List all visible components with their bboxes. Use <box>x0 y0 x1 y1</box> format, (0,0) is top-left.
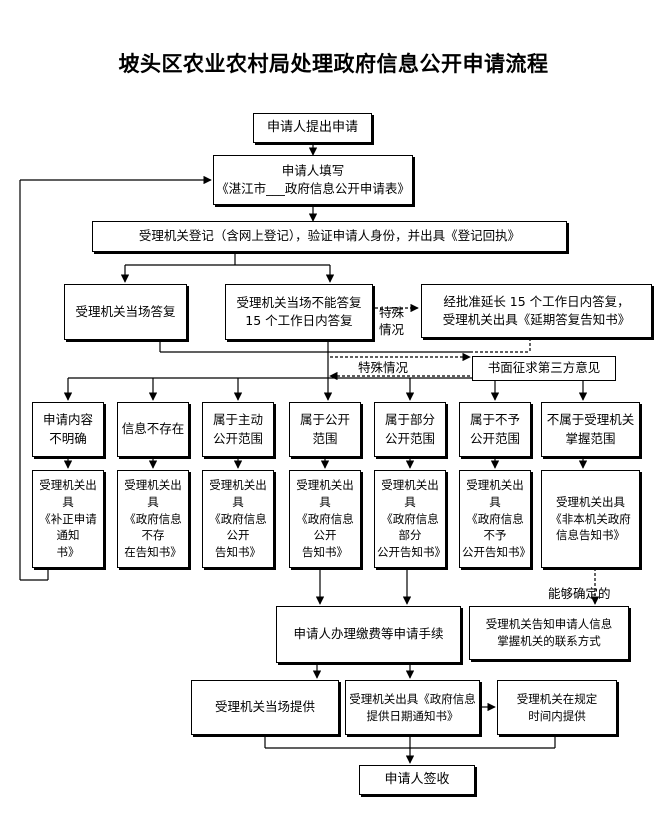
label-special1-text: 特殊 情况 <box>379 305 405 337</box>
label-special-situation-1: 特殊 情况 <box>379 289 404 338</box>
node-cat2-label: 信息不存在 <box>121 421 185 437</box>
node-provide-date-notice: 受理机关出具《政府信息 提供日期通知书》 <box>345 680 480 735</box>
node-cat6-label: 属于不予 公开范围 <box>469 412 520 446</box>
node-submit-label: 申请人提出申请 <box>266 119 358 135</box>
node-doc-not-exist-notice: 受理机关出具 《政府信息不存 在告知书》 <box>117 470 189 568</box>
node-doc-no-disclosure-notice: 受理机关出具 《政府信息不予 公开告知书》 <box>459 470 531 568</box>
node-inform-contact: 受理机关告知申请人信息 掌握机关的联系方式 <box>469 606 629 660</box>
node-inform-contact-label: 受理机关告知申请人信息 掌握机关的联系方式 <box>485 617 613 648</box>
node-sign-label: 申请人签收 <box>384 771 450 787</box>
node-doc1-label: 受理机关出具 《补正申请通知 书》 <box>39 478 97 559</box>
node-extend-line1: 经批准延长 15 个工作日内答复， <box>443 293 630 309</box>
node-doc5-label: 受理机关出具 《政府信息部分 公开告知书》 <box>377 478 446 559</box>
node-doc2-label: 受理机关出具 《政府信息不存 在告知书》 <box>124 478 182 559</box>
node-register-label: 受理机关登记（含网上登记），验证申请人身份，并出具《登记回执》 <box>138 228 521 244</box>
node-category-unclear: 申请内容 不明确 <box>32 402 104 457</box>
node-cat4-label: 属于公开 范围 <box>299 412 350 446</box>
node-submit-application: 申请人提出申请 <box>253 113 372 143</box>
node-doc7-label: 受理机关出具 《非本机关政府 信息告知书》 <box>550 494 631 543</box>
node-doc6-label: 受理机关出具 《政府信息不予 公开告知书》 <box>462 478 531 559</box>
node-reply-on-site: 受理机关当场答复 <box>64 284 187 340</box>
page-title: 坡头区农业农村局处理政府信息公开申请流程 <box>118 52 549 76</box>
node-provide-on-site: 受理机关当场提供 <box>191 680 339 735</box>
node-provide-in-time-label: 受理机关在规定 时间内提供 <box>516 691 598 723</box>
node-category-partial-disclosure: 属于部分 公开范围 <box>374 402 446 457</box>
node-doc-supplement-notice: 受理机关出具 《补正申请通知 书》 <box>32 470 104 568</box>
node-category-not-exist: 信息不存在 <box>117 402 189 457</box>
node-doc-active-disclosure-notice: 受理机关出具 《政府信息公开 告知书》 <box>202 470 274 568</box>
label-special-situation-2: 特殊情况 <box>358 360 408 376</box>
node-cannot-reply: 受理机关当场不能答复 15 个工作日内答复 <box>225 284 373 340</box>
node-doc4-label: 受理机关出具 《政府信息公开 告知书》 <box>296 478 354 559</box>
node-category-no-disclosure: 属于不予 公开范围 <box>459 402 531 457</box>
node-register: 受理机关登记（含网上登记），验证申请人身份，并出具《登记回执》 <box>92 221 567 252</box>
node-fee-label: 申请人办理缴费等申请手续 <box>293 626 444 642</box>
node-doc-disclosure-notice: 受理机关出具 《政府信息公开 告知书》 <box>289 470 361 568</box>
node-cannot-reply-line2: 15 个工作日内答复 <box>245 313 353 328</box>
node-provide-in-time: 受理机关在规定 时间内提供 <box>497 680 617 735</box>
node-reply-on-site-label: 受理机关当场答复 <box>75 303 176 319</box>
node-extend: 经批准延长 15 个工作日内答复， 受理机关出具《延期答复告知书》 <box>421 284 652 338</box>
node-fill-line1: 申请人填写 <box>281 162 345 178</box>
node-doc-partial-disclosure-notice: 受理机关出具 《政府信息部分 公开告知书》 <box>374 470 446 568</box>
node-cat7-label: 不属于受理机关 掌握范围 <box>546 412 635 446</box>
node-cat1-label: 申请内容 不明确 <box>42 412 93 446</box>
node-extend-line2: 受理机关出具《延期答复告知书》 <box>442 312 631 327</box>
node-sign-receipt: 申请人签收 <box>359 765 475 795</box>
node-third-party-label: 书面征求第三方意见 <box>487 360 601 376</box>
node-doc3-label: 受理机关出具 《政府信息公开 告知书》 <box>209 478 267 559</box>
node-category-disclosure: 属于公开 范围 <box>289 402 361 457</box>
node-category-outside-scope: 不属于受理机关 掌握范围 <box>541 402 640 457</box>
node-cannot-reply-line1: 受理机关当场不能答复 <box>236 294 362 310</box>
node-fill-line2: 《湛江市___政府信息公开申请表》 <box>216 181 410 196</box>
label-can-determine: 能够确定的 <box>548 586 611 602</box>
node-provide-on-site-label: 受理机关当场提供 <box>214 699 315 715</box>
node-third-party: 书面征求第三方意见 <box>472 356 616 381</box>
node-cat5-label: 属于部分 公开范围 <box>384 412 435 446</box>
node-fee-procedure: 申请人办理缴费等申请手续 <box>276 606 461 663</box>
node-category-active-disclosure: 属于主动 公开范围 <box>202 402 274 457</box>
label-special2-text: 特殊情况 <box>358 360 409 375</box>
label-can-determine-text: 能够确定的 <box>548 586 611 601</box>
node-fill-form: 申请人填写 《湛江市___政府信息公开申请表》 <box>213 155 413 205</box>
node-doc-non-agency-notice: 受理机关出具 《非本机关政府 信息告知书》 <box>541 470 640 568</box>
node-cat3-label: 属于主动 公开范围 <box>212 412 263 446</box>
node-provide-date-notice-label: 受理机关出具《政府信息 提供日期通知书》 <box>349 691 476 723</box>
